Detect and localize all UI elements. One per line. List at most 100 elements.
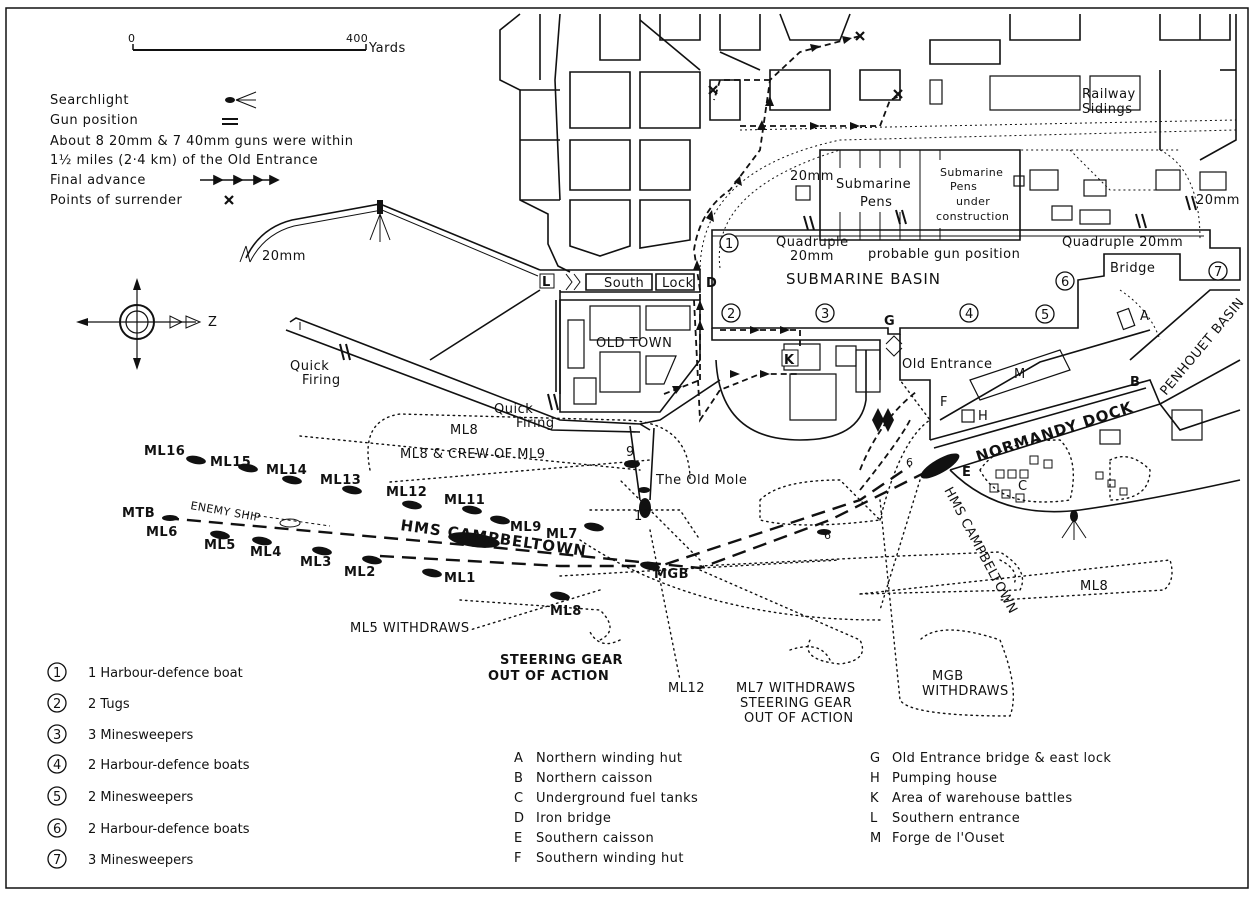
- numbered-key: 1 1 Harbour-defence boat 2 2 Tugs 3 3 Mi…: [47, 662, 250, 869]
- final-advance-route: [663, 31, 903, 423]
- svg-text:5: 5: [53, 790, 62, 805]
- marker-7: 7: [1214, 265, 1223, 280]
- quadruple-20mm-right: Quadruple 20mm: [1062, 235, 1183, 250]
- svg-text:1 Harbour-defence boat: 1 Harbour-defence boat: [88, 666, 243, 681]
- compass-rose: Z: [76, 278, 217, 370]
- mole-number-9: 9: [626, 445, 635, 460]
- scale-max: 400: [346, 32, 368, 45]
- vessel-ML6: ML6: [146, 525, 178, 540]
- railway-sidings-buildings: Railway Sidings: [929, 75, 1227, 225]
- penhouet-basin: PENHOUET BASIN: [1129, 289, 1248, 405]
- svg-text:2 Tugs: 2 Tugs: [88, 697, 130, 712]
- svg-text:2 Minesweepers: 2 Minesweepers: [88, 790, 193, 805]
- letter-D: D: [706, 276, 717, 291]
- scale-unit: Yards: [368, 41, 406, 56]
- marker-4: 4: [965, 307, 974, 322]
- gun-position-icon: [803, 195, 1197, 231]
- svg-text:2 Harbour-defence boats: 2 Harbour-defence boats: [88, 822, 250, 837]
- key-text: Forge de l'Ouset: [892, 831, 1005, 846]
- railway-sidings-label-2: Sidings: [1082, 102, 1133, 117]
- map-border: [5, 7, 1249, 889]
- key-letter: E: [514, 831, 523, 846]
- key-letter: A: [514, 751, 523, 766]
- submarine-pens: Submarine Pens Submarine Pens under cons…: [819, 149, 1021, 241]
- svg-text:3 Minesweepers: 3 Minesweepers: [88, 853, 193, 868]
- steering-gear-4: OUT OF ACTION: [744, 711, 854, 726]
- steering-gear-3: STEERING GEAR: [740, 696, 852, 711]
- vessel-ML16: ML16: [144, 444, 185, 459]
- vessel-ML8: ML8: [550, 604, 582, 619]
- old-town-label: OLD TOWN: [596, 336, 672, 351]
- key-text: Northern caisson: [536, 771, 653, 786]
- key-letter: F: [514, 851, 522, 866]
- key-letter: M: [870, 831, 882, 846]
- marker-5: 5: [1041, 308, 1050, 323]
- key-text: Pumping house: [892, 771, 997, 786]
- numbered-key-item: 3 3 Minesweepers: [47, 724, 193, 744]
- scale-bar: 0 400 Yards: [128, 32, 406, 56]
- gun-position-icon: [222, 118, 238, 125]
- steering-gear-1: STEERING GEAR: [500, 653, 623, 668]
- submarine-pens-label-2: Pens: [860, 195, 892, 210]
- quick-firing-2a: Quick: [494, 402, 533, 417]
- final-advance-icon: [200, 174, 280, 186]
- ml5-withdraws-label: ML5 WITHDRAWS: [350, 621, 470, 636]
- numbered-key-item: 6 2 Harbour-defence boats: [47, 818, 250, 838]
- gun-20mm-pens: 20mm: [790, 169, 834, 184]
- legend-points-of-surrender: Points of surrender: [50, 193, 183, 208]
- submarine-pens-label-1: Submarine: [836, 177, 911, 192]
- vessel-MGB: MGB: [654, 567, 689, 582]
- route-ml8-top: ML8: [450, 423, 478, 438]
- letter-M: M: [1014, 367, 1026, 382]
- map-numbered-markers: 1 2 3 4 5 6 7: [719, 233, 1228, 324]
- gun-20mm-jetty: 20mm: [262, 249, 306, 264]
- numbered-key-item: 2 2 Tugs: [47, 693, 130, 713]
- svg-text:3: 3: [53, 728, 62, 743]
- vessel-MTB: MTB: [122, 506, 155, 521]
- letter-B-dock: B: [1130, 375, 1140, 390]
- marker-3: 3: [821, 307, 830, 322]
- town-street-grid: [499, 13, 1237, 273]
- west-jetty: 20mm: [239, 200, 541, 277]
- route-ml8-crew-ml9: ML8 & CREW OF ML9: [400, 447, 546, 462]
- key-text: Southern entrance: [892, 811, 1020, 826]
- surrender-icon: [224, 195, 234, 205]
- vessel-ML13: ML13: [320, 473, 361, 488]
- south-lock: South Lock L D: [539, 269, 717, 293]
- letter-F: F: [940, 395, 948, 410]
- railway-sidings-label-1: Railway: [1082, 87, 1136, 102]
- letter-key-right: G Old Entrance bridge & east lock H Pump…: [870, 751, 1111, 846]
- letter-H: H: [978, 409, 988, 424]
- legend-gun-position: Gun position: [50, 113, 138, 128]
- svg-text:2 Harbour-defence boats: 2 Harbour-defence boats: [88, 758, 250, 773]
- south-lock-label-1: South: [604, 276, 644, 291]
- pens-construction-label-1: Submarine: [940, 166, 1003, 179]
- quadruple-20mm-left-2: 20mm: [790, 249, 834, 264]
- south-breakwater: Quick Firing Quick Firing: [285, 317, 651, 433]
- letter-G: G: [884, 314, 895, 329]
- vessel-markers: ML16 ML15 ML14 ML13 ML12 ML11 ML9 ML7 MT…: [122, 423, 1108, 726]
- railway-lines: [699, 119, 1237, 341]
- vessel-ML15: ML15: [210, 455, 251, 470]
- bridge-label: Bridge: [1110, 261, 1155, 276]
- submarine-basin-label: SUBMARINE BASIN: [786, 270, 941, 288]
- searchlight-icon: [225, 91, 257, 109]
- route-ml8-right: ML8: [1080, 579, 1108, 594]
- vessel-ML3: ML3: [300, 555, 332, 570]
- marker-1: 1: [725, 237, 734, 252]
- vessel-ML5: ML5: [204, 538, 236, 553]
- key-text: Area of warehouse battles: [892, 791, 1073, 806]
- quick-firing-1b: Firing: [302, 373, 341, 388]
- compass-north-label: Z: [208, 315, 217, 330]
- fuel-tank-area: C: [949, 403, 1241, 540]
- numbered-key-item: 5 2 Minesweepers: [47, 786, 193, 806]
- searchlight-icon: [872, 408, 894, 432]
- searchlight-icon: [369, 200, 391, 242]
- vessel-ML7: ML7: [546, 527, 578, 542]
- old-entrance-label: Old Entrance: [902, 357, 992, 372]
- old-town: OLD TOWN: [559, 299, 721, 425]
- marker-6: 6: [1061, 275, 1070, 290]
- route-ml12-end: ML12: [668, 681, 705, 696]
- steering-gear-2: OUT OF ACTION: [488, 669, 609, 684]
